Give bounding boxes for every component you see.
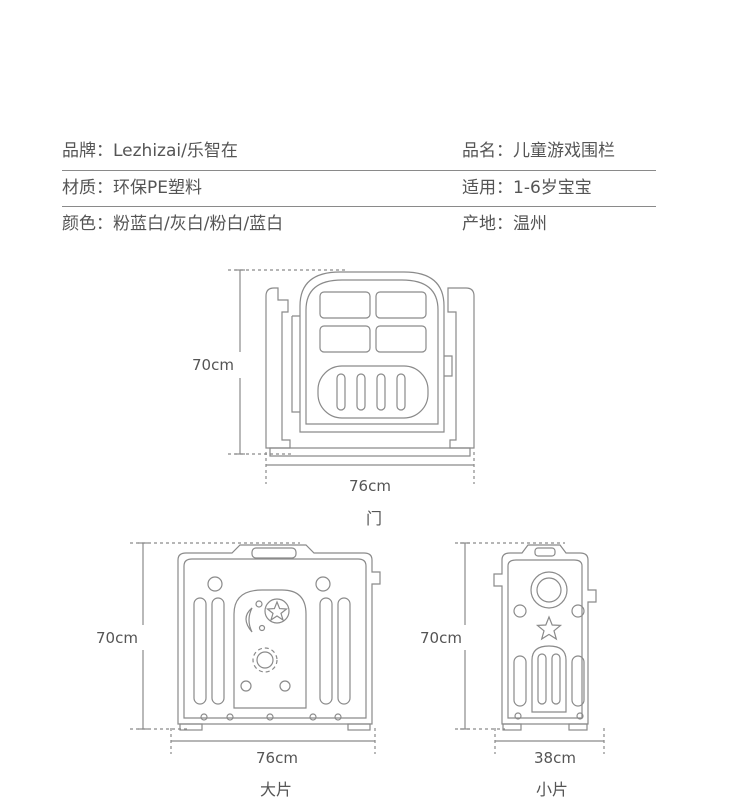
small-panel-peg [576, 712, 584, 720]
gear-teeth [252, 647, 278, 673]
small-panel-arch [531, 645, 567, 713]
large-panel-hole [315, 576, 331, 592]
large-panel-hole [207, 576, 223, 592]
small-panel-porthole-inner [536, 577, 562, 603]
door-window-pane [375, 325, 427, 353]
door-panel-drawing [228, 269, 475, 484]
large-panel-foot [179, 723, 203, 731]
large-panel-bar [337, 597, 351, 705]
door-caption: 门 [366, 509, 383, 528]
door-body [299, 271, 445, 433]
large-caption: 大片 [260, 780, 293, 799]
star-icon [535, 615, 563, 641]
small-panel-porthole [530, 571, 568, 609]
divider [62, 170, 656, 171]
small-panel-drawing [455, 542, 605, 754]
divider [62, 206, 656, 207]
spec-product-name: 品名：儿童游戏围栏 [462, 141, 615, 161]
door-latch [444, 355, 453, 377]
door-vent-slot [336, 373, 346, 411]
small-height-dimension [455, 542, 565, 730]
large-width-label: 76cm [256, 749, 298, 767]
small-panel-peg [514, 712, 522, 720]
large-panel-hole [240, 680, 252, 692]
spec-row-3: 颜色：粉蓝白/灰白/粉白/蓝白 产地：温州 [62, 206, 656, 242]
large-panel-bar [211, 597, 225, 705]
large-panel-drawing [130, 542, 381, 754]
spec-row-1: 品牌：Lezhizai/乐智在 品名：儿童游戏围栏 [62, 133, 656, 169]
large-panel-outline [177, 544, 381, 725]
small-panel-outline [493, 544, 597, 725]
large-panel-bar [319, 597, 333, 705]
door-vent-slot [356, 373, 366, 411]
small-panel-foot [568, 723, 588, 731]
star-icon [265, 600, 289, 622]
small-height-label: 70cm [420, 629, 462, 647]
door-vent-slot [376, 373, 386, 411]
door-base [269, 447, 471, 457]
door-width-label: 76cm [349, 477, 391, 495]
small-panel-hole [571, 604, 585, 618]
large-panel-dot [255, 600, 263, 608]
small-panel-bar [537, 653, 547, 705]
spec-age: 适用：1-6岁宝宝 [462, 178, 592, 198]
spec-brand: 品牌：Lezhizai/乐智在 [62, 141, 238, 161]
door-right-post [447, 287, 475, 449]
door-vent-slot [396, 373, 406, 411]
small-panel-hole [513, 604, 527, 618]
large-panel-handle [251, 547, 297, 559]
door-window-pane [319, 325, 371, 353]
door-window-pane [319, 291, 371, 319]
small-panel-handle [534, 547, 556, 557]
small-panel-inner [507, 559, 583, 719]
door-height-label: 70cm [192, 356, 234, 374]
large-panel-dot [258, 624, 266, 632]
spec-color: 颜色：粉蓝白/灰白/粉白/蓝白 [62, 214, 284, 234]
small-caption: 小片 [536, 780, 569, 799]
small-panel-bar [571, 655, 585, 707]
large-panel-arch [233, 589, 307, 709]
large-panel-foot [347, 723, 371, 731]
large-panel-peg [334, 713, 342, 721]
small-panel-foot [502, 723, 522, 731]
large-panel-peg [309, 713, 317, 721]
door-left-post [265, 287, 291, 449]
large-height-dimension [130, 542, 300, 730]
small-width-dimension [494, 728, 605, 754]
large-panel-bar [193, 597, 207, 705]
small-width-label: 38cm [534, 749, 576, 767]
spec-origin: 产地：温州 [462, 214, 547, 234]
large-width-dimension [170, 728, 376, 754]
small-panel-bar [513, 655, 527, 707]
door-hinge [291, 315, 300, 413]
door-vent [317, 365, 429, 419]
moon-icon [245, 607, 253, 633]
large-panel-hole [279, 680, 291, 692]
large-panel-inner [183, 558, 367, 719]
large-panel-peg [200, 713, 208, 721]
door-height-dimension [228, 269, 348, 455]
door-width-dimension [265, 452, 475, 484]
large-panel-peg [226, 713, 234, 721]
large-panel-star-ring [264, 598, 290, 624]
spec-row-2: 材质：环保PE塑料 适用：1-6岁宝宝 [62, 170, 656, 206]
large-panel-peg [266, 713, 274, 721]
small-panel-bar [551, 653, 561, 705]
door-inner-frame [305, 279, 439, 425]
spec-material: 材质：环保PE塑料 [62, 178, 202, 198]
large-height-label: 70cm [96, 629, 138, 647]
door-window-pane [375, 291, 427, 319]
gear-icon [256, 651, 274, 669]
